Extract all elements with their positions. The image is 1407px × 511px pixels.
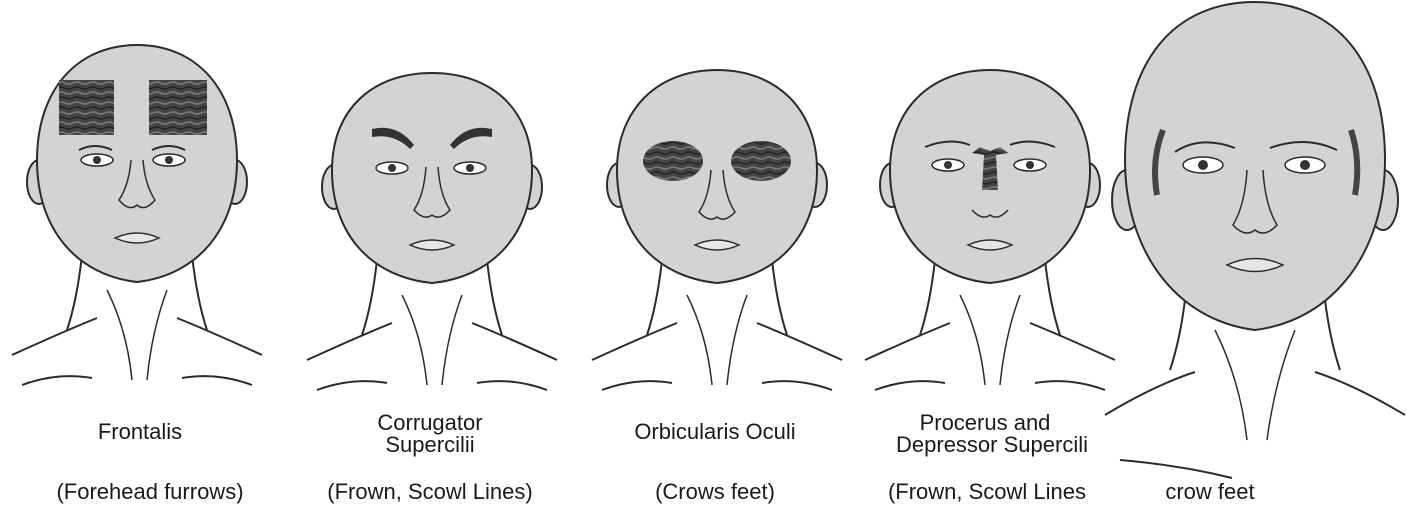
- face-panel-frontalis: [12, 45, 262, 385]
- face-panel-corrugator: [307, 73, 557, 390]
- label-effect-corrugator: (Frown, Scowl Lines): [300, 481, 560, 503]
- frontalis-shading-left: [59, 80, 114, 135]
- connector-line: [1120, 460, 1232, 478]
- orbicularis-shading-right: [731, 141, 791, 181]
- face-panel-orbicularis: [592, 70, 842, 390]
- face-panel-crow-feet: [1105, 2, 1405, 440]
- label-effect-crow-feet: crow feet: [1150, 481, 1270, 503]
- orbicularis-shading-left: [643, 141, 703, 181]
- label-effect-orbicularis: (Crows feet): [630, 481, 800, 503]
- label-muscle-corrugator-1: Corrugator: [330, 412, 530, 434]
- label-muscle-procerus-1: Procerus and: [880, 412, 1090, 434]
- label-muscle-frontalis: Frontalis: [60, 421, 220, 443]
- face-panel-procerus: [865, 70, 1115, 390]
- label-muscle-procerus-2: Depressor Supercili: [872, 434, 1112, 456]
- label-effect-procerus: (Frown, Scowl Lines: [872, 481, 1102, 503]
- frontalis-shading-right: [149, 80, 207, 135]
- label-muscle-corrugator-2: Supercilii: [330, 434, 530, 456]
- label-muscle-orbicularis: Orbicularis Oculi: [600, 421, 830, 443]
- label-effect-frontalis: (Forehead furrows): [25, 481, 275, 503]
